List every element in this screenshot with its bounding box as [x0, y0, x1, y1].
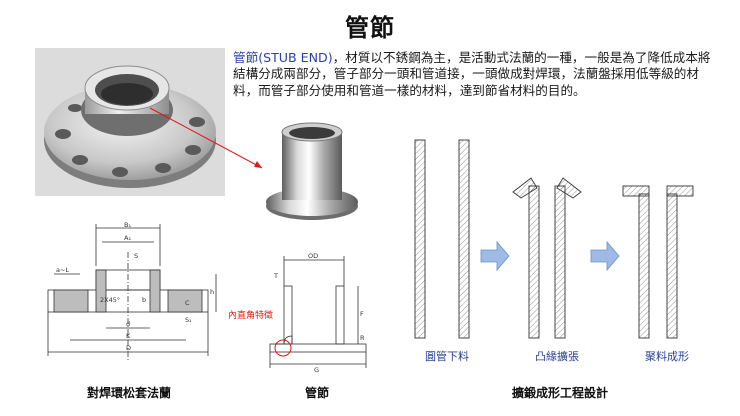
stage-label-3: 聚料成形	[645, 350, 689, 363]
caption-flange: 對焊環松套法蘭	[86, 386, 171, 400]
flange-photo	[35, 48, 225, 196]
dim-fl: a~L	[56, 266, 69, 274]
dim-g: G	[314, 366, 319, 372]
dim-big-d: D	[126, 344, 131, 352]
arrow-right-icon	[480, 240, 510, 272]
stub-end-photo	[266, 122, 358, 220]
dim-f: F	[360, 310, 364, 318]
dim-s: S	[134, 252, 138, 260]
dim-k: K	[126, 332, 131, 340]
intro-text: ，材質以不銹鋼為主，是活動式法蘭的一種，一般是為了降低成本將結構分成兩部分，管子…	[233, 50, 711, 98]
dim-c: C	[185, 299, 190, 307]
dim-d: d	[126, 320, 130, 328]
page-title: 管節	[345, 14, 395, 42]
intro-highlight: 管節(STUB END)	[233, 50, 333, 65]
dim-h: h	[210, 288, 214, 296]
stage-label-2: 凸緣擴張	[535, 350, 579, 363]
inner-corner-annotation: 內直角特徵	[228, 311, 274, 321]
flange-drawing: B₁ A₁ S a~L 2X45° b C S₁ h d K D	[47, 222, 217, 360]
dim-chamfer: 2X45°	[100, 296, 120, 304]
dim-a1: A₁	[124, 234, 131, 242]
caption-stub-end: 管節	[304, 386, 329, 400]
dim-r: R	[360, 334, 365, 342]
caption-process: 擴鍛成形工程設計	[511, 386, 608, 400]
dim-b1: B₁	[124, 222, 131, 229]
arrow-right-icon	[590, 240, 620, 272]
intro-paragraph: 管節(STUB END)，材質以不銹鋼為主，是活動式法蘭的一種，一般是為了降低成…	[233, 50, 713, 99]
dim-t: T	[273, 272, 278, 280]
stub-drawing: OD T F R G	[269, 252, 367, 372]
stage-label-1: 圓管下料	[425, 350, 469, 363]
dim-s1: S₁	[185, 316, 192, 324]
process-drawings	[414, 139, 694, 339]
dim-od: OD	[308, 252, 318, 260]
dim-b: b	[142, 296, 146, 304]
